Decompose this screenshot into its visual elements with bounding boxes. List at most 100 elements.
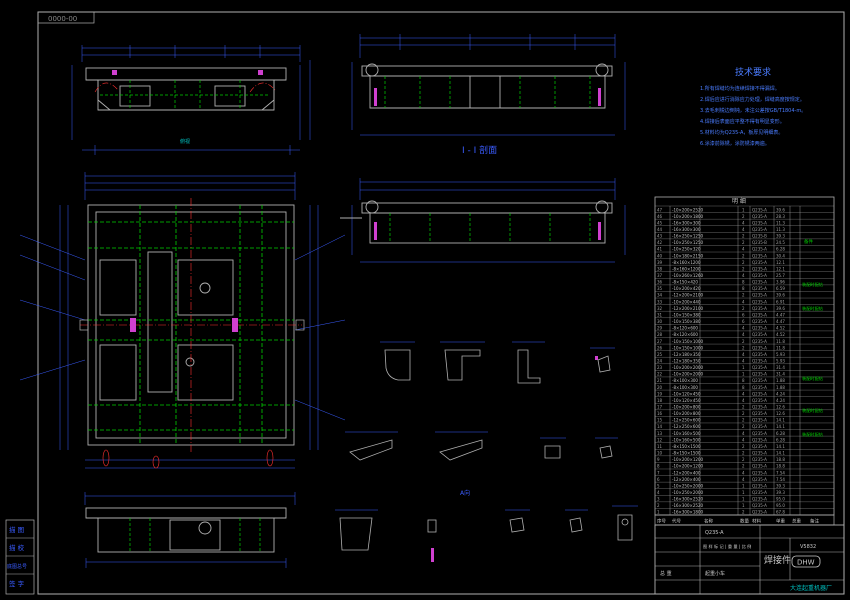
bom-cell: 31.4 (776, 372, 785, 377)
left-strip-cell-2: 描 校 (9, 543, 25, 552)
bom-cell: 39.6 (776, 306, 785, 311)
bom-cell: Q235-A (752, 385, 767, 390)
bom-cell: -10×200×1200 (672, 464, 704, 469)
bom-cell: -10×200×2000 (672, 365, 704, 370)
bom-cell: Q235-A (752, 293, 767, 298)
bom-cell: 8 (742, 286, 745, 291)
left-strip-cell-3: 底图总号 (7, 563, 27, 570)
bom-cell: Q235-B (752, 234, 767, 239)
bom-cell: 20 (657, 385, 663, 390)
bom-cell: 2 (742, 266, 745, 271)
top-left-view: 俯视 (71, 45, 311, 155)
bom-remark-2: 装配时配钻 (802, 281, 823, 288)
bom-cell: 35 (657, 286, 663, 291)
bom-cell: 1 (742, 365, 745, 370)
bom-cell: Q235-A (752, 227, 767, 232)
bom-cell: 9 (657, 457, 660, 462)
bom-cell: 2 (742, 214, 745, 219)
bom-cell: 2 (742, 457, 745, 462)
bom-cell: -10×200×440 (672, 299, 701, 304)
bom-cell: Q235-A (752, 339, 767, 344)
bom-cell: 6.28 (776, 437, 785, 442)
bom-cell: 4 (742, 332, 745, 337)
bom-cell: Q235-A (752, 490, 767, 495)
bom-cell: -10×120×450 (672, 398, 701, 403)
tech-note-4: 4.焊接后表面应平整不得有明显变形。 (700, 118, 785, 125)
left-strip-cell-1: 描 图 (9, 525, 24, 534)
bom-col-head-2: 名称 (704, 518, 713, 525)
bom-cell: Q235-A (752, 444, 767, 449)
bom-cell: 4 (742, 326, 745, 331)
bom-cell: Q235-A (752, 378, 767, 383)
plan-view (19, 172, 346, 469)
bom-cell: 12.6 (776, 405, 785, 410)
bom-column-heads: 序号 代号 名称 数量 材料 单重 总重 备注 (654, 514, 835, 526)
bom-cell: Q235-A (752, 306, 767, 311)
bom-cell: Q235-A (752, 332, 767, 337)
bom-cell: 39 (657, 260, 663, 265)
bom-cell: 1.88 (776, 378, 785, 383)
bom-cell: Q235-A (752, 253, 767, 258)
bom-cell: 18 (657, 398, 663, 403)
bom-cell: -12×180×350 (672, 358, 701, 363)
bom-cell: -10×150×1000 (672, 345, 704, 350)
front-view-middle (340, 178, 626, 263)
bom-cell: -16×300×300 (672, 220, 701, 225)
bom-cell: 37 (657, 273, 663, 278)
bom-cell: -16×300×2520 (672, 503, 704, 508)
bom-cell: -8×150×1500 (672, 451, 701, 456)
bom-cell: Q235-A (752, 312, 767, 317)
bom-cell: 30.4 (776, 253, 785, 258)
bom-cell: Q235-A (752, 214, 767, 219)
bom-cell: Q235-A (752, 319, 767, 324)
tech-note-1: 1.所有焊缝均为连续焊接不得漏焊。 (700, 85, 780, 92)
bom-col-head-6: 总重 (792, 518, 801, 525)
bom-cell: 2 (742, 339, 745, 344)
bom-cell: 12.1 (776, 260, 785, 265)
detail-dims (335, 341, 638, 511)
bom-cell: 6.91 (776, 299, 785, 304)
bom-cell: 14.1 (776, 451, 785, 456)
bom-cell: 1 (657, 510, 660, 515)
bom-header: 明 细 (732, 197, 746, 205)
bom-cell: 4.47 (776, 319, 785, 324)
bom-cell: 4 (742, 352, 745, 357)
bom-cell: 2 (742, 260, 745, 265)
bom-cell: 4 (742, 220, 745, 225)
title-material: Q235-A (705, 530, 724, 536)
bom-cell: 2 (742, 345, 745, 350)
bom-cell: -10×200×1200 (672, 457, 704, 462)
bom-cell: -12×200×400 (672, 470, 701, 475)
bom-cell: 17 (657, 405, 663, 410)
bom-cell: 42 (657, 240, 663, 245)
bom-cell: -8×150×420 (672, 280, 698, 285)
bom-cell: 8 (742, 280, 745, 285)
bom-cell: -8×120×600 (672, 332, 698, 337)
bom-cell: -16×300×1800 (672, 510, 704, 515)
bom-cell: Q235-A (752, 424, 767, 429)
bom-cell: 39.6 (776, 207, 785, 212)
bom-remark-5: 装配时配钻 (802, 407, 823, 414)
bom-cell: -10×120×450 (672, 391, 701, 396)
bom-cell: Q235-A (752, 365, 767, 370)
bom-cell: 2 (742, 306, 745, 311)
bom-col-head-4: 材料 (752, 518, 761, 525)
bom-cell: -10×150×1000 (672, 339, 704, 344)
bom-cell: 18.8 (776, 464, 785, 469)
bom-cell: -12×200×2100 (672, 293, 704, 298)
bom-cell: Q235-A (752, 503, 767, 508)
bom-cell: 1 (742, 497, 745, 502)
bom-cell: 39.6 (776, 293, 785, 298)
bom-cell: Q235-A (752, 418, 767, 423)
bom-cell: 24 (657, 358, 663, 363)
bom-cell: 36 (657, 280, 663, 285)
bom-cell: 2 (742, 424, 745, 429)
bom-cell: Q235-A (752, 260, 767, 265)
bom-col-head-7: 备注 (810, 518, 819, 525)
bom-cell: -10×160×500 (672, 437, 701, 442)
bom-cell: 2 (742, 405, 745, 410)
bom-cell: 1 (742, 503, 745, 508)
bom-cell: 39.3 (776, 234, 785, 239)
bom-cell: Q235-A (752, 391, 767, 396)
